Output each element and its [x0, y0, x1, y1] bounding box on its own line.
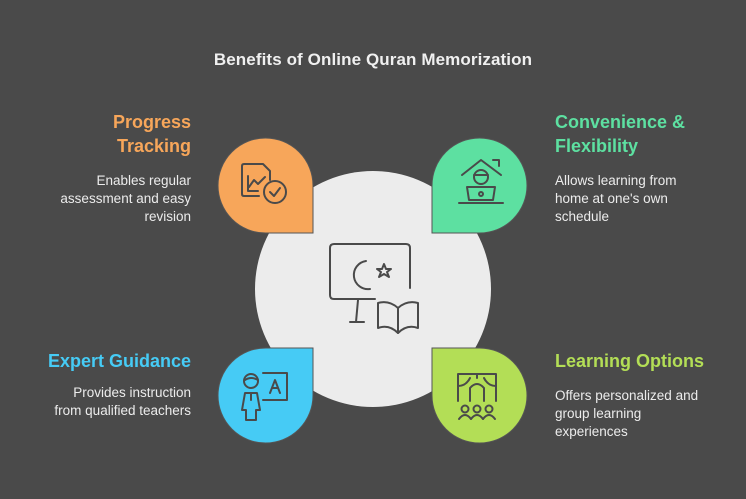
heading-progress-tracking: Progress Tracking [60, 110, 191, 158]
description-line: Offers personalized and [555, 388, 699, 403]
heading-expert-guidance: Expert Guidance [20, 349, 191, 373]
heading-line: Progress [112, 112, 191, 132]
heading-line: Tracking [116, 136, 191, 156]
heading-line: Learning Options [555, 351, 705, 371]
page-title: Benefits of Online Quran Memorization [213, 50, 533, 69]
description-line: group learning [555, 406, 642, 421]
description-line: home at one's own [555, 191, 668, 206]
description-expert-guidance: Provides instruction from qualified teac… [20, 384, 191, 420]
description-line: Enables regular [96, 173, 191, 188]
description-learning-options: Offers personalized and group learning e… [555, 387, 735, 441]
heading-line: Expert Guidance [47, 351, 191, 371]
heading-convenience-flexibility: Convenience & Flexibility [555, 110, 735, 158]
description-line: assessment and easy [60, 191, 191, 206]
chart-document-check-icon [241, 163, 287, 204]
description-line: Allows learning from [555, 173, 677, 188]
description-line: experiences [555, 424, 628, 439]
classroom-group-icon [457, 373, 497, 420]
heading-line: Convenience & [555, 112, 686, 132]
description-line: schedule [555, 209, 610, 224]
description-line: Provides instruction [73, 385, 191, 400]
heading-learning-options: Learning Options [555, 349, 735, 373]
home-laptop-person-icon [458, 159, 504, 204]
description-line: from qualified teachers [54, 403, 191, 418]
heading-line: Flexibility [555, 136, 639, 156]
petal-expert-guidance [217, 347, 314, 444]
description-progress-tracking: Enables regular assessment and easy revi… [20, 172, 191, 226]
monitor-crescent-star-book-icon [329, 243, 419, 334]
petal-convenience-flexibility [431, 137, 528, 234]
description-line: revision [144, 209, 191, 224]
description-convenience-flexibility: Allows learning from home at one's own s… [555, 172, 735, 226]
petal-learning-options [431, 347, 528, 444]
teacher-board-icon [241, 372, 288, 421]
